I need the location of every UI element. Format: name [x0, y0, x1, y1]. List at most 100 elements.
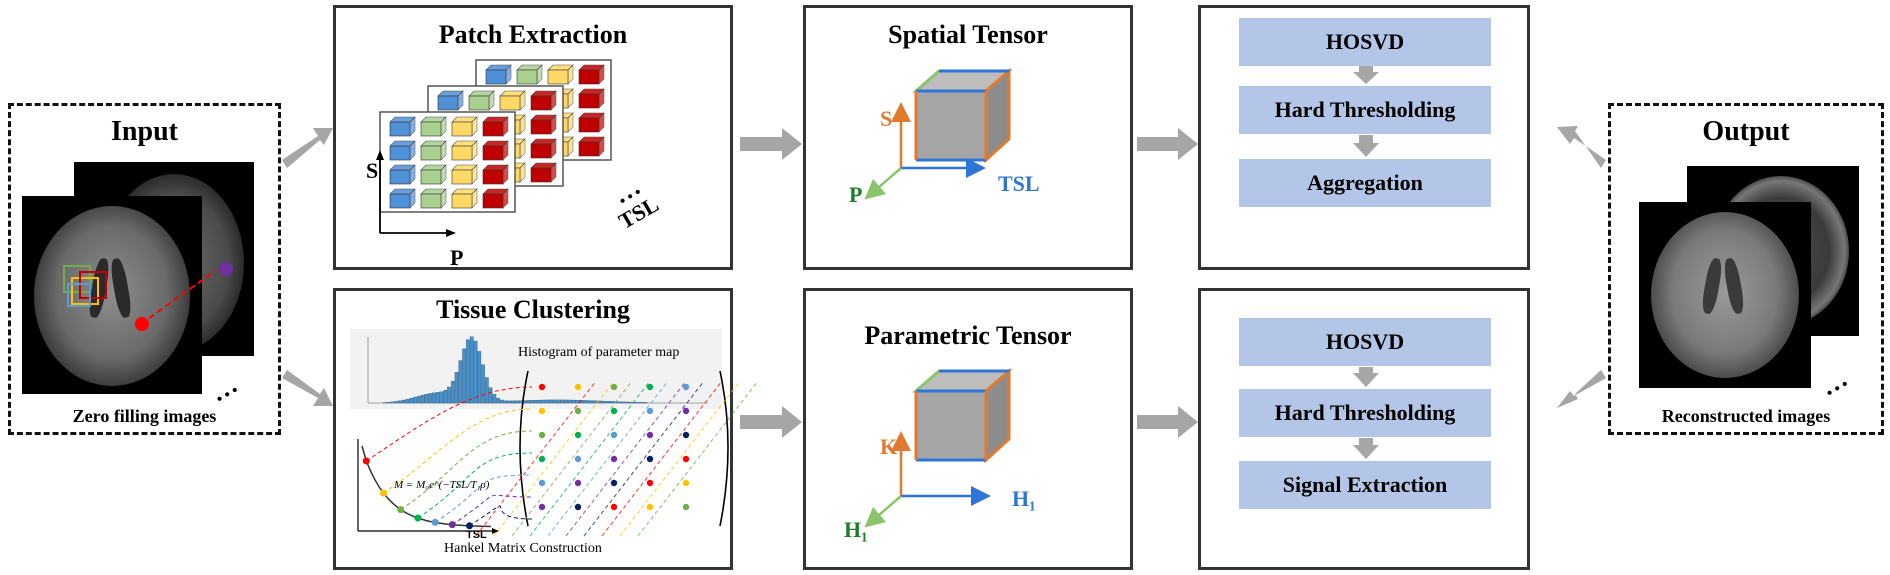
- histogram-bar: [526, 400, 531, 404]
- histogram-bar: [511, 400, 516, 404]
- histogram-bar: [447, 386, 451, 404]
- histogram-bar: [477, 351, 482, 404]
- hankel-label: Hankel Matrix Construction: [444, 541, 602, 556]
- histogram-bar: [405, 399, 410, 404]
- spatial-axis-p-arrow: [864, 167, 902, 200]
- histogram-bar: [428, 393, 432, 404]
- histogram-bar: [617, 401, 621, 404]
- hankel-tsl-label: TSL: [466, 529, 487, 541]
- histogram-bar: [639, 402, 644, 404]
- patch-extraction-panel: Patch Extraction S P TSL …: [333, 5, 733, 270]
- histogram-bar: [394, 401, 398, 404]
- top-step-hard-thresholding: Hard Thresholding: [1239, 86, 1491, 134]
- tissue-clustering-title: Tissue Clustering: [436, 295, 630, 324]
- arrow-output-to-bottom: [1557, 370, 1606, 408]
- input-front-image: [22, 196, 202, 394]
- hankel-entry: [574, 503, 582, 511]
- histogram-bar: [515, 400, 519, 404]
- hankel-formula: M = M₀e^(−TSL/T₁ρ): [394, 479, 490, 491]
- spatial-tensor-title: Spatial Tensor: [888, 20, 1048, 49]
- parametric-axis-k: K: [880, 434, 898, 459]
- hankel-entry: [610, 431, 618, 439]
- patch-cube: [578, 88, 605, 109]
- input-caption: Zero filling images: [72, 406, 217, 426]
- hankel-entry: [646, 431, 654, 439]
- input-panel: Input … Zero filling images: [8, 103, 281, 435]
- input-patch-yellow: [71, 277, 99, 305]
- hankel-entry: [538, 431, 546, 439]
- patch-grid-graphic: [376, 59, 612, 237]
- hankel-graphic: [357, 370, 759, 537]
- arrow-parametric-to-bottom: [1137, 406, 1198, 438]
- hankel-entry: [646, 503, 654, 511]
- patch-cube: [530, 90, 557, 111]
- hankel-entry: [538, 503, 546, 511]
- tissue-clustering-panel: Tissue Clustering Histogram of parameter…: [333, 288, 759, 570]
- spatial-axis-tsl: TSL: [998, 171, 1040, 196]
- patch-cube: [530, 114, 557, 135]
- histogram-bar: [413, 397, 417, 404]
- histogram-bar: [443, 390, 448, 404]
- histogram-bar: [409, 398, 414, 404]
- patch-cube: [420, 188, 447, 209]
- histogram-bar: [496, 397, 500, 404]
- histogram-bar: [507, 400, 512, 404]
- input-purple-point: [219, 262, 233, 276]
- patch-cube: [578, 112, 605, 133]
- histogram-bar: [398, 400, 402, 404]
- arrow-input-to-tissue: [282, 370, 333, 406]
- bottom-step-arrows: [1353, 367, 1379, 459]
- spatial-axis-s: S: [880, 106, 893, 131]
- hankel-entry: [646, 407, 654, 415]
- histogram-bar: [382, 402, 387, 404]
- output-front-image: [1639, 202, 1811, 388]
- histogram-bar: [541, 399, 546, 404]
- hankel-entry: [538, 383, 546, 391]
- histogram-bar: [466, 339, 470, 404]
- hankel-entry: [538, 407, 546, 415]
- patch-cube: [389, 188, 416, 209]
- histogram-bar: [534, 399, 538, 404]
- input-correspondence-line: [140, 270, 216, 325]
- histogram-bar: [503, 400, 508, 404]
- patch-cube: [451, 140, 478, 161]
- histogram-bar: [552, 399, 557, 404]
- spatial-cube-front: [916, 91, 986, 160]
- patch-axis-p: P: [450, 245, 464, 270]
- histogram-bar: [636, 402, 640, 404]
- hankel-entry: [610, 503, 618, 511]
- parametric-cube-graphic: [864, 367, 1014, 528]
- histogram-bar: [484, 377, 489, 404]
- input-patch-blue: [67, 283, 91, 307]
- histogram-bar: [628, 401, 633, 404]
- patch-cube: [530, 138, 557, 159]
- histogram-bar: [488, 387, 493, 404]
- patch-cube: [485, 64, 512, 85]
- arrow-spatial-to-top: [1137, 128, 1198, 160]
- patch-cube: [468, 90, 495, 111]
- histogram-bar: [439, 391, 444, 404]
- hankel-entry: [610, 383, 618, 391]
- patch-cube: [437, 90, 464, 111]
- histogram-bar: [602, 400, 606, 404]
- hankel-entry: [574, 407, 582, 415]
- spatial-cube-graphic: [864, 67, 1014, 200]
- input-title: Input: [111, 116, 178, 147]
- hankel-entry: [610, 407, 618, 415]
- patch-cube: [420, 140, 447, 161]
- patch-cube: [420, 116, 447, 137]
- arrow-patch-to-spatial: [740, 128, 802, 160]
- histogram-bar: [568, 399, 572, 404]
- bottom-step-signal-extraction: Signal Extraction: [1239, 461, 1491, 509]
- hankel-entry: [574, 431, 582, 439]
- parametric-tensor-panel: Parametric Tensor K H₁ H₁: [803, 288, 1133, 570]
- output-panel: Output … Reconstructed images: [1608, 103, 1884, 435]
- histogram-bar: [575, 399, 580, 404]
- histogram-bar: [386, 402, 391, 404]
- histogram-bar: [564, 399, 568, 404]
- patch-axis-s: S: [366, 158, 379, 183]
- hankel-entry: [682, 407, 690, 415]
- hankel-entry: [682, 455, 690, 463]
- patch-cube: [451, 116, 478, 137]
- hankel-entry: [574, 479, 582, 487]
